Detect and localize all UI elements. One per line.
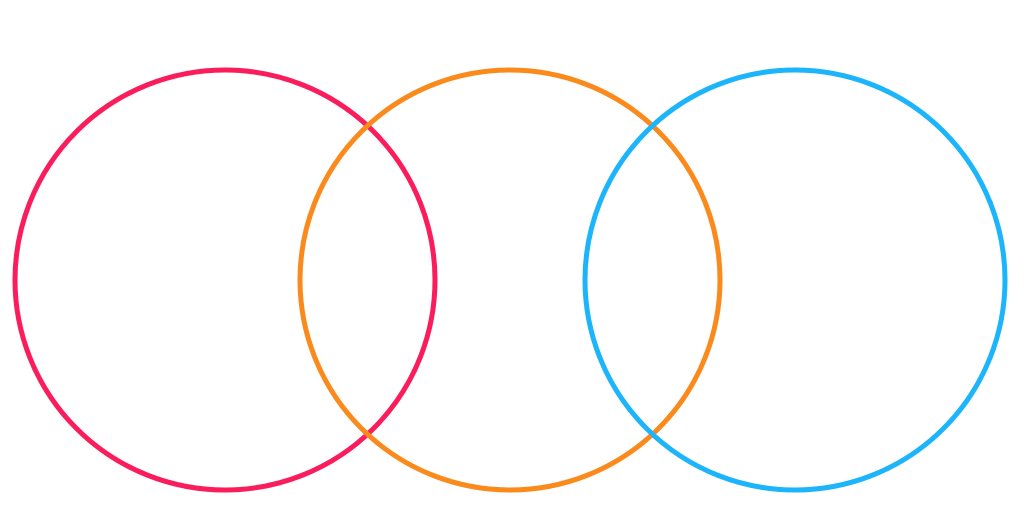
venn-circle-right (582, 67, 1008, 493)
venn-circle-middle (297, 67, 723, 493)
venn-circle-left (12, 67, 438, 493)
